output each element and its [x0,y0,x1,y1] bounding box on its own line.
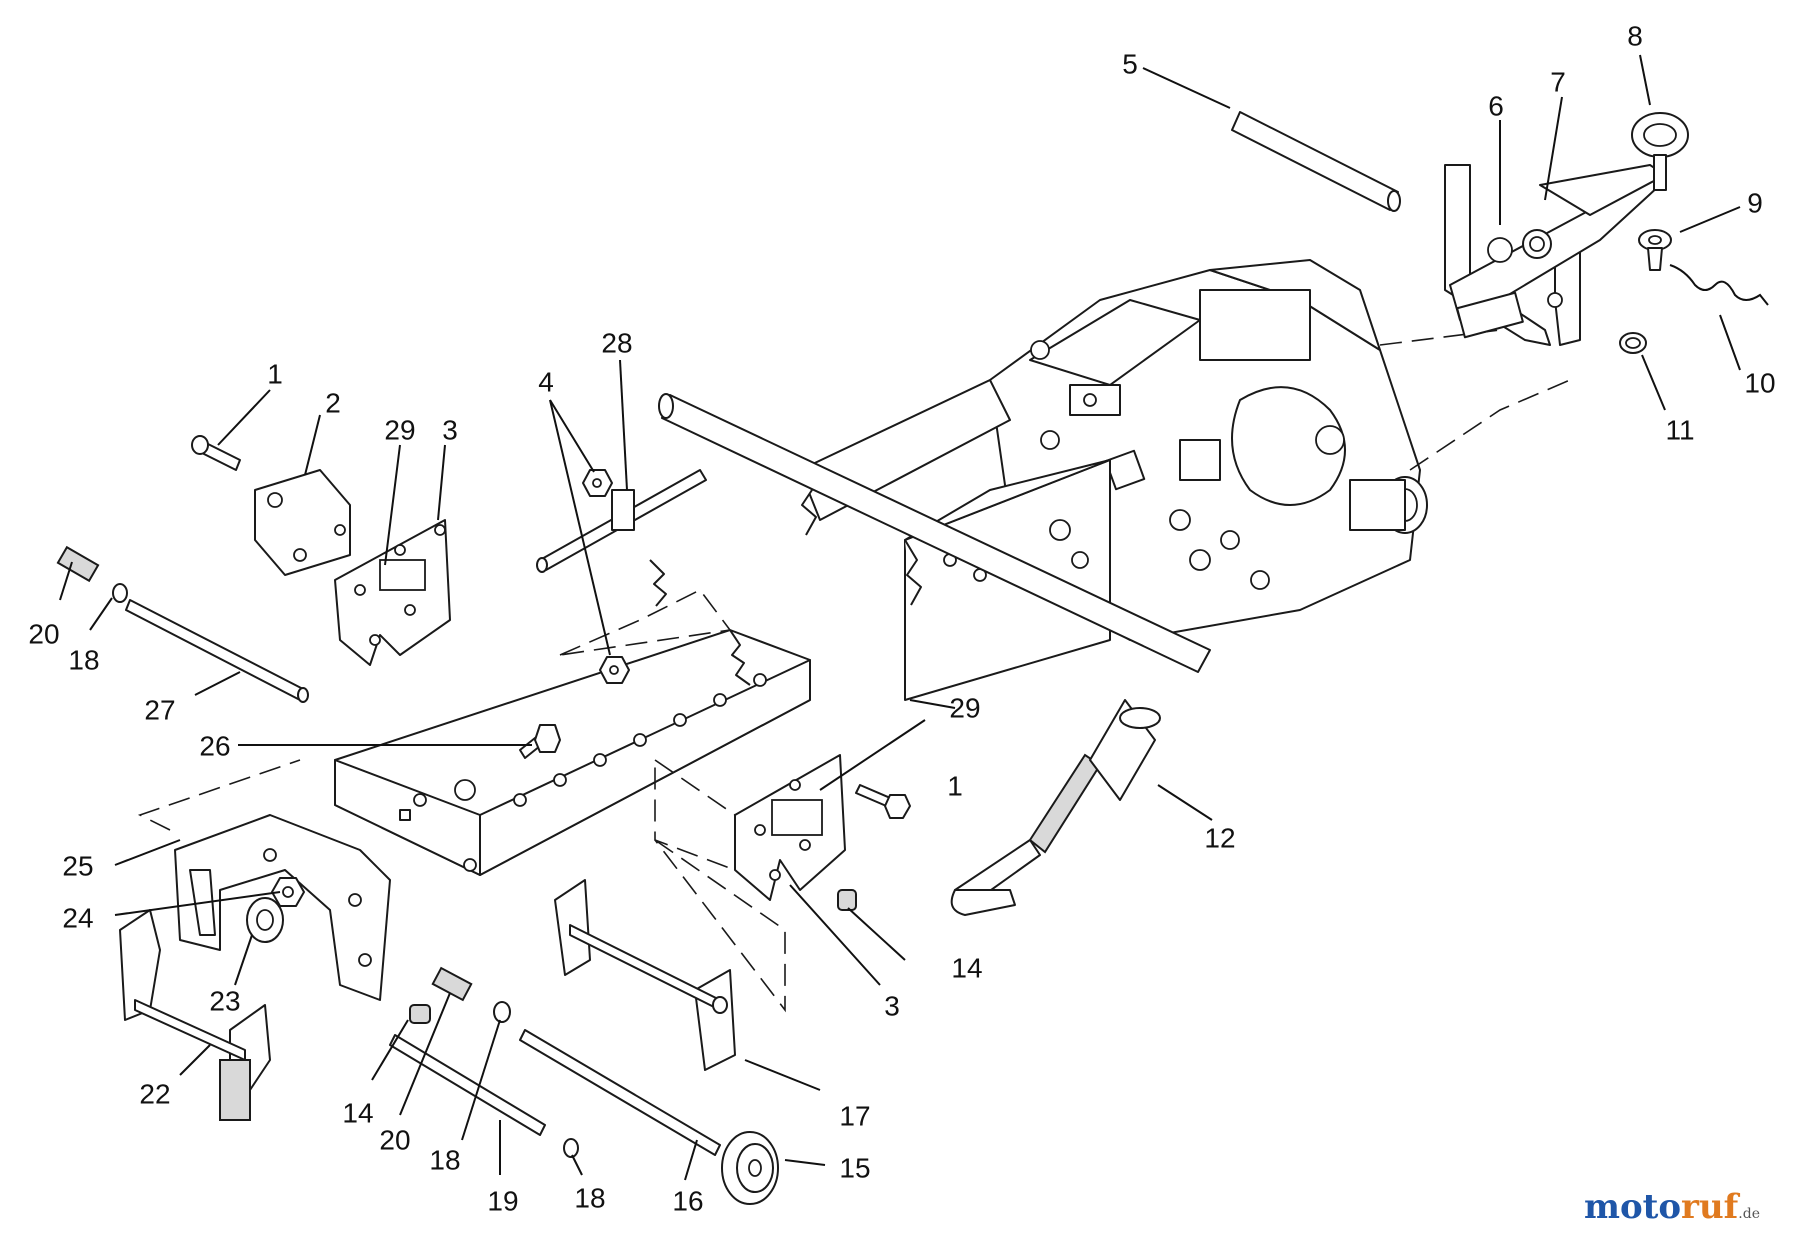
callout-15: 15 [839,1152,870,1183]
mounting-plate-3-left [334,519,451,666]
leader-lines [59,54,1741,1181]
callout-6: 6 [1488,90,1504,121]
cross-shaft [658,393,1211,673]
callout-3-top: 3 [442,414,458,445]
bolt-1-top [191,435,241,471]
callout-25: 25 [62,850,93,881]
callout-19: 19 [487,1185,518,1216]
callout-9: 9 [1747,187,1763,218]
callout-24: 24 [62,902,93,933]
eye-bolt-8 [1631,112,1689,191]
callout-22: 22 [139,1078,170,1109]
callout-16: 16 [672,1185,703,1216]
pin-14-right [837,889,857,911]
pin-14-left [409,1004,431,1024]
callout-4: 4 [538,366,554,397]
callout-20-left: 20 [28,618,59,649]
callout-18-bottom: 18 [574,1182,605,1213]
callout-14-right: 14 [951,952,982,983]
rod-28 [536,469,707,573]
callout-26: 26 [199,730,230,761]
callout-12: 12 [1204,822,1235,853]
bolt-1-right [855,784,911,819]
nut-4-upper [582,469,613,497]
washer-pin-9 [1638,229,1672,271]
callout-18-lower: 18 [429,1144,460,1175]
callout-17: 17 [839,1100,870,1131]
callout-20-lower: 20 [379,1124,410,1155]
clip-10 [1669,264,1769,306]
callout-23: 23 [209,985,240,1016]
bracket-22 [119,909,271,1121]
clip-18-lower [493,1001,511,1023]
callout-8: 8 [1627,20,1643,51]
bracket-2 [254,469,351,576]
pin-5 [1231,111,1401,212]
callout-1-top: 1 [267,358,283,389]
shaft-16 [519,1029,721,1156]
wheel-15 [721,1131,779,1205]
callout-labels: 5 6 7 8 9 10 11 12 1 2 29 3 4 28 20 18 2… [28,20,1775,1216]
hitch-bracket-7 [1444,164,1666,346]
callout-29-top: 29 [384,414,415,445]
callout-18-left: 18 [68,644,99,675]
bushing-20-left [56,545,100,583]
callout-11: 11 [1665,414,1694,445]
clip-18-left [112,583,128,603]
bracket-25 [137,759,391,1001]
callout-3-right: 3 [884,990,900,1021]
callout-10: 10 [1744,367,1775,398]
callout-29-right: 29 [949,692,980,723]
callout-27: 27 [144,694,175,725]
bracket-17 [554,839,786,1071]
front-frame [334,559,811,876]
handle-12 [950,699,1161,916]
callout-7: 7 [1550,66,1566,97]
bushing-20-lower [431,966,473,1002]
bolt-26 [519,724,561,759]
shaft-27 [125,599,309,703]
nut-4-lower [599,656,630,684]
roller-23 [246,897,284,943]
clip-18-bottom [563,1138,579,1158]
mounting-plate-3-right [654,754,846,901]
shaft-19 [389,1034,546,1136]
callout-2: 2 [325,387,341,418]
callout-28: 28 [601,327,632,358]
watermark-logo: motoruf.de [1583,1187,1760,1227]
callout-5: 5 [1122,48,1138,79]
callout-1-right: 1 [947,770,963,801]
callout-14-left: 14 [342,1097,373,1128]
nut-24 [271,877,305,907]
retaining-ring-11 [1619,332,1647,354]
